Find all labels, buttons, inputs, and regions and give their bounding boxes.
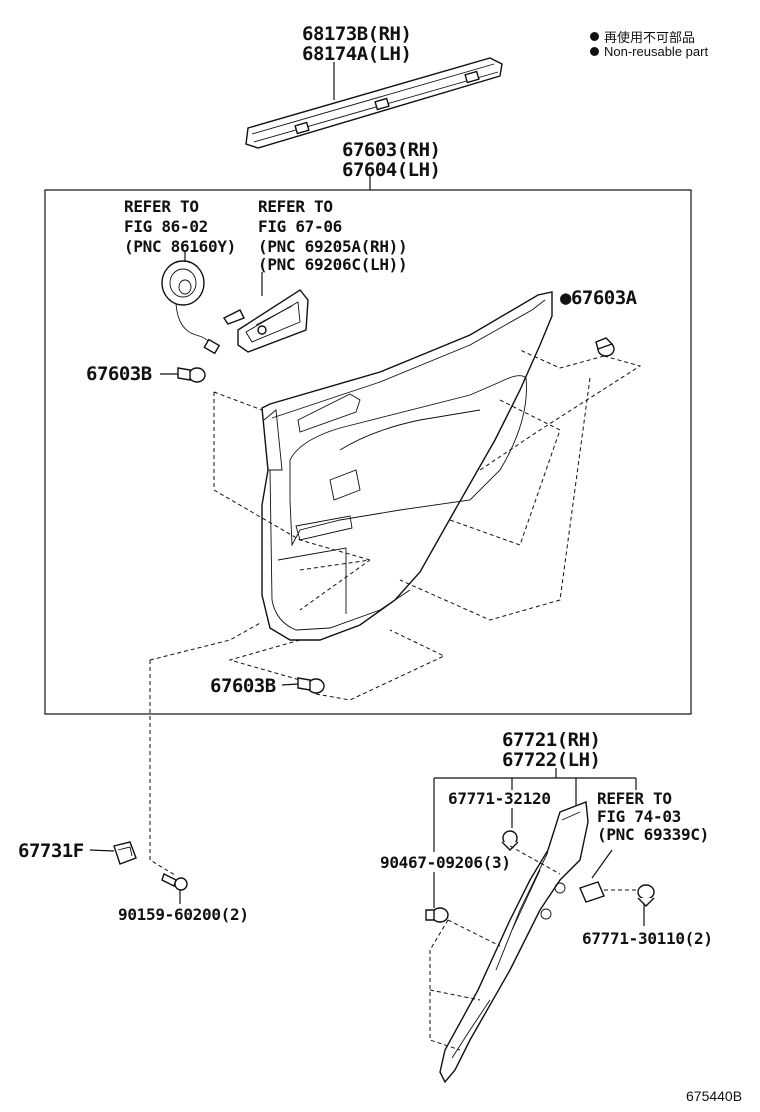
pillar-trim-part[interactable] <box>439 801 589 1084</box>
door-trim-group-box <box>44 189 692 715</box>
pillar-assembly-dashed-lines <box>429 845 638 1051</box>
clip-67771-30110-part[interactable] <box>637 884 655 907</box>
label-door-trim-lh[interactable]: 67604(LH) <box>342 159 441 181</box>
label-door-trim-rh[interactable]: 67603(RH) <box>342 139 441 161</box>
inside-handle-part[interactable] <box>222 289 309 353</box>
clip-67603A-part[interactable] <box>595 337 615 357</box>
label-clip-67603A[interactable]: ●67603A <box>560 287 637 309</box>
door-assembly-dashed-lines <box>149 349 642 701</box>
label-refer-speaker-1: REFER TO <box>124 197 199 216</box>
door-trim-panel-part[interactable] <box>261 291 553 641</box>
label-refer-handle-3: (PNC 69205A(RH)) <box>258 237 408 256</box>
pillar-insert-part[interactable] <box>579 881 605 903</box>
label-refer-handle-4: (PNC 69206C(LH)) <box>258 255 408 274</box>
leader-clip-b-lower <box>281 683 299 686</box>
label-refer-speaker-2[interactable]: FIG 86-02 <box>124 217 208 236</box>
legend-item-jp: 再使用不可部品 <box>590 27 695 46</box>
label-clip-67771-32120[interactable]: 67771-32120 <box>448 789 551 808</box>
label-clip-67603B-lower[interactable]: 67603B <box>210 675 276 697</box>
clip-67771-32120-part[interactable] <box>501 830 519 851</box>
label-refer-pillar-2[interactable]: FIG 74-03 <box>597 807 681 826</box>
clip-90467-part[interactable] <box>425 907 449 923</box>
label-clip-90467[interactable]: 90467-09206(3) <box>380 853 511 872</box>
filled-dot-icon <box>590 32 599 41</box>
speaker-part[interactable] <box>161 260 221 355</box>
label-refer-handle-2[interactable]: FIG 67-06 <box>258 217 342 236</box>
dashed-to-screw <box>149 660 176 876</box>
clip-67603B-upper-part[interactable] <box>177 367 206 383</box>
label-retainer-67731F[interactable]: 67731F <box>18 840 84 862</box>
label-screw-90159[interactable]: 90159-60200(2) <box>118 905 249 924</box>
label-refer-pillar-3: (PNC 69339C) <box>597 825 709 844</box>
belt-molding-part[interactable] <box>245 57 503 149</box>
legend-item-en: Non-reusable part <box>590 44 708 59</box>
screw-90159-part[interactable] <box>161 873 188 891</box>
label-refer-speaker-3: (PNC 86160Y) <box>124 237 236 256</box>
label-belt-molding-lh[interactable]: 68174A(LH) <box>302 43 412 65</box>
label-refer-pillar-1: REFER TO <box>597 789 672 808</box>
clip-67603B-lower-part[interactable] <box>297 677 325 694</box>
legend-text-en: Non-reusable part <box>604 44 709 59</box>
leader-retainer <box>89 849 115 852</box>
retainer-67731F-part[interactable] <box>113 841 137 865</box>
label-pillar-trim-rh[interactable]: 67721(RH) <box>502 729 601 751</box>
figure-id: 675440B <box>686 1088 743 1104</box>
label-refer-handle-1: REFER TO <box>258 197 333 216</box>
label-pillar-trim-lh[interactable]: 67722(LH) <box>502 749 601 771</box>
filled-dot-icon <box>590 47 599 56</box>
legend-text-jp: 再使用不可部品 <box>604 30 696 45</box>
label-clip-67603B-upper[interactable]: 67603B <box>86 363 152 385</box>
label-clip-67771-30110[interactable]: 67771-30110(2) <box>582 929 713 948</box>
label-belt-molding-rh[interactable]: 68173B(RH) <box>302 23 412 45</box>
